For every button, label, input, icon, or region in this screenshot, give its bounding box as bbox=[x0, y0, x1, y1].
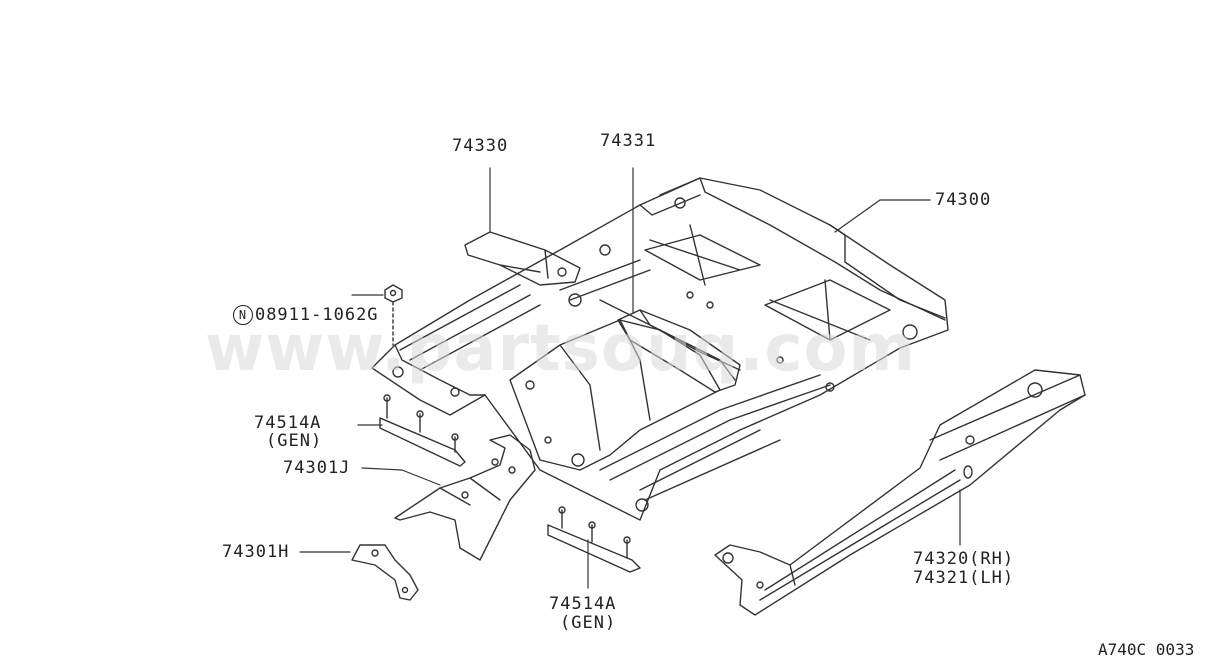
floor-panel-main[interactable] bbox=[371, 177, 949, 521]
label-74514A-upper[interactable]: 74514A bbox=[254, 413, 322, 433]
watermark: www.partsouq.com bbox=[205, 312, 917, 386]
label-74514A-lower[interactable]: 74514A bbox=[549, 594, 617, 614]
label-74301J[interactable]: 74301J bbox=[283, 458, 351, 478]
label-74330[interactable]: 74330 bbox=[452, 136, 509, 156]
part-74331[interactable] bbox=[617, 309, 741, 393]
diagram-code: A740C 0033 bbox=[1098, 640, 1195, 659]
label-74514A-upper-sub: (GEN) bbox=[266, 431, 323, 451]
label-74331[interactable]: 74331 bbox=[600, 131, 657, 151]
label-74320[interactable]: 74320(RH) bbox=[913, 549, 1015, 569]
label-nut-text: 08911-1062G bbox=[254, 305, 379, 325]
label-74514A-lower-sub: (GEN) bbox=[560, 613, 617, 633]
label-74300[interactable]: 74300 bbox=[935, 190, 992, 210]
part-74301J[interactable] bbox=[394, 434, 536, 561]
part-74330[interactable] bbox=[464, 231, 581, 286]
part-74514A-upper[interactable] bbox=[379, 394, 466, 467]
n-circle-icon: N bbox=[232, 305, 253, 325]
label-74321[interactable]: 74321(LH) bbox=[913, 568, 1015, 588]
part-74514A-lower[interactable] bbox=[547, 506, 641, 573]
label-74301H[interactable]: 74301H bbox=[222, 542, 290, 562]
nut-08911[interactable] bbox=[384, 284, 403, 346]
leader-lines bbox=[299, 167, 961, 589]
part-74301H[interactable] bbox=[351, 544, 419, 601]
part-74320-74321[interactable] bbox=[714, 369, 1086, 616]
